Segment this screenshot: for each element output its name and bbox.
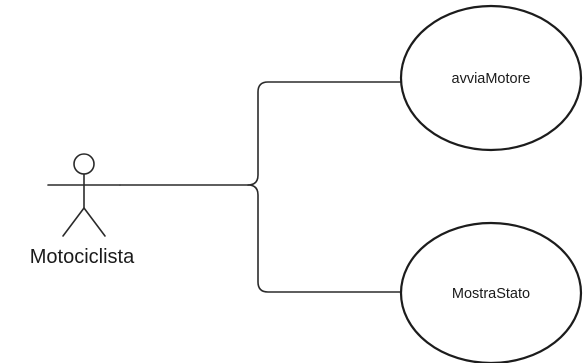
associations [119, 81, 402, 293]
use-case-mostrastato: MostraStato [399, 221, 583, 363]
use-case-label: avviaMotore [452, 71, 531, 87]
actor-motociclista: Motociclista [30, 153, 135, 268]
actor-label: Motociclista [30, 246, 135, 268]
actor-head [73, 153, 95, 175]
use-case-ellipse [399, 4, 583, 152]
use-case-ellipse [399, 221, 583, 363]
use-case-avviamotore: avviaMotore [399, 4, 583, 152]
actor-right-leg [83, 207, 106, 237]
actor-left-leg [62, 207, 85, 237]
association-line-avviamotore [247, 81, 402, 186]
association-line-mostrastato [247, 184, 402, 293]
use-case-label: MostraStato [452, 286, 530, 302]
